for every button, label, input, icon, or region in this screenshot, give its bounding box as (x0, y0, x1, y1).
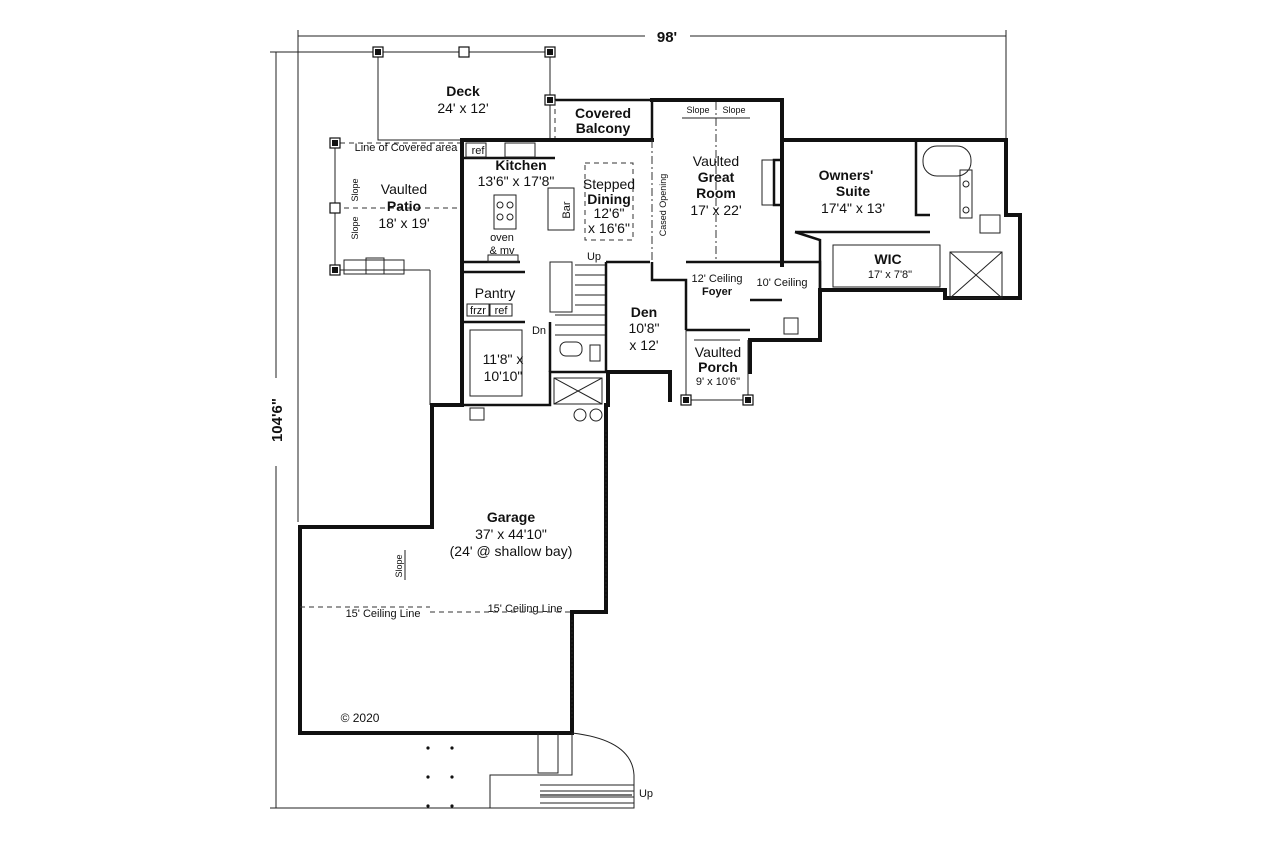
covered-area-line-label: Line of Covered area (355, 142, 459, 154)
dining-label-1: Stepped (583, 176, 635, 192)
owners-suite-label-2: Suite (836, 183, 870, 199)
patio-label-2: Patio (387, 198, 421, 214)
owners-suite-walls (794, 140, 1003, 299)
dining-size-2: x 16'6" (588, 220, 630, 236)
width-dimension: 98' (657, 29, 677, 46)
stairs (549, 261, 605, 336)
pantry-label: Pantry (475, 285, 515, 301)
laundry-walls (462, 322, 606, 407)
porch-label-2: Porch (698, 359, 738, 375)
garage-details (300, 407, 607, 720)
patio-label-1: Vaulted (381, 181, 427, 197)
kitchen-fixtures (462, 142, 575, 264)
great-room-label-3: Room (696, 185, 736, 201)
cased-opening-label: Cased Opening (658, 174, 668, 237)
patio-slope-upper: Slope (350, 178, 360, 201)
porch-label-1: Vaulted (695, 344, 741, 360)
deck-label: Deck (446, 83, 480, 99)
pantry-ref-label: ref (495, 305, 509, 317)
great-room-size: 17' x 22' (690, 202, 741, 218)
garage-slope-label: Slope (394, 554, 404, 577)
stepped-dining-outline (584, 162, 634, 241)
foyer-ceiling-label: 12' Ceiling (691, 273, 742, 285)
dining-label-2: Dining (587, 191, 631, 207)
ten-ceiling-label: 10' Ceiling (756, 277, 807, 289)
foyer-walls (650, 260, 750, 332)
den-label: Den (631, 304, 657, 320)
stairs-down-label: Dn (532, 325, 546, 337)
pantry-walls (462, 270, 525, 324)
great-room-label-2: Great (698, 169, 735, 185)
owners-suite-label-1: Owners' (819, 167, 874, 183)
deck-size: 24' x 12' (437, 100, 488, 116)
patio-outline (329, 137, 462, 405)
wic-outline (832, 244, 941, 288)
exterior-stair-up-label: Up (639, 788, 653, 800)
porch-size: 9' x 10'6" (696, 376, 740, 388)
great-room-slope-right: Slope (722, 105, 745, 115)
copyright: © 2020 (341, 711, 380, 725)
great-room-fixtures (682, 102, 784, 262)
kitchen-ref-label: ref (472, 145, 486, 157)
wic-size: 17' x 7'8" (868, 269, 912, 281)
laundry-size-1: 11'8" x (483, 351, 524, 367)
exterior-stair (426, 732, 635, 809)
deck-posts (372, 46, 556, 106)
bar-label: Bar (561, 201, 573, 218)
balcony-label-2: Balcony (576, 120, 631, 136)
garage-label: Garage (487, 509, 535, 525)
stairs-up-label: Up (587, 251, 601, 263)
ceiling-line-left: 15' Ceiling Line (346, 608, 421, 620)
owners-suite-size: 17'4" x 13' (821, 200, 885, 216)
porch-outline (680, 330, 754, 406)
foyer-label: Foyer (702, 286, 733, 298)
den-walls (604, 260, 650, 372)
den-size-2: x 12' (629, 337, 658, 353)
den-size-1: 10'8" (628, 320, 659, 336)
ceiling-line-right: 15' Ceiling Line (488, 603, 563, 615)
depth-dimension: 104'6" (269, 398, 286, 442)
oven-label-1: oven (490, 232, 514, 244)
wic-label: WIC (874, 251, 901, 267)
garage-note: (24' @ shallow bay) (450, 543, 573, 559)
garage-size: 37' x 44'10" (475, 526, 547, 542)
powder-room-walls (750, 260, 822, 340)
balcony-label-1: Covered (575, 105, 631, 121)
kitchen-label: Kitchen (495, 157, 546, 173)
oven-label-2: & mv (489, 245, 515, 257)
freezer-label: frzr (470, 305, 486, 317)
patio-slope-lower: Slope (350, 216, 360, 239)
patio-size: 18' x 19' (378, 215, 429, 231)
great-room-label-1: Vaulted (693, 153, 739, 169)
dimension-lines (270, 30, 1007, 809)
dining-size-1: 12'6" (593, 205, 624, 221)
great-room-slope-left: Slope (686, 105, 709, 115)
kitchen-size: 13'6" x 17'8" (478, 173, 555, 189)
laundry-size-2: 10'10" (484, 368, 523, 384)
